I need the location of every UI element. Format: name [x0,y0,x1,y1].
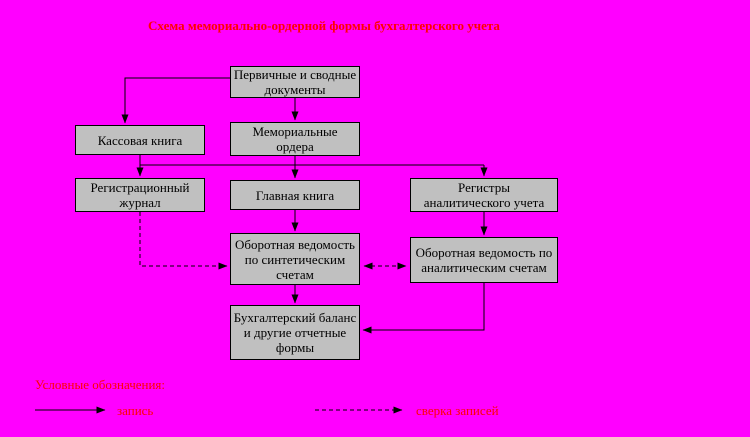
box-synthetic-turnover-sheet: Оборотная ведомость по синтетическим сче… [230,233,360,285]
box-registration-journal: Регистрационный журнал [75,178,205,212]
box-label: Регистры аналитического учета [423,180,545,210]
box-cash-book: Кассовая книга [75,125,205,155]
edge-memorial-rail [140,156,484,166]
box-label: Оборотная ведомость по синтетическим сче… [235,236,355,282]
legend-heading: Условные обозначения: [35,377,166,392]
box-label: Кассовая книга [97,132,183,148]
box-balance-sheet: Бухгалтерский баланс и другие отчетные ф… [230,305,360,360]
legend-dashed-label: сверка записей [416,403,499,418]
box-analytical-turnover-sheet: Оборотная ведомость по аналитическим сче… [410,237,558,283]
box-primary-documents: Первичные и сводные документы [230,66,360,98]
edge-docs-to-cash [121,77,230,124]
box-general-ledger: Главная книга [230,180,360,210]
box-label: Главная книга [255,187,335,203]
diagram-title: Схема мемориально-ордерной формы бухгалт… [148,18,500,33]
box-label: Мемориальные ордера [252,124,338,154]
box-label: Бухгалтерский баланс и другие отчетные ф… [233,310,357,355]
box-label: Регистрационный журнал [90,180,190,210]
box-memorial-orders: Мемориальные ордера [230,122,360,156]
edge-regjournal-to-synturn-dashed [139,212,228,270]
box-analytical-registers: Регистры аналитического учета [410,178,558,212]
box-label: Оборотная ведомость по аналитическим сче… [415,245,553,275]
edge-analturn-to-balance [362,283,485,334]
legend-solid-label: запись [117,403,154,418]
box-label: Первичные и сводные документы [233,67,357,97]
